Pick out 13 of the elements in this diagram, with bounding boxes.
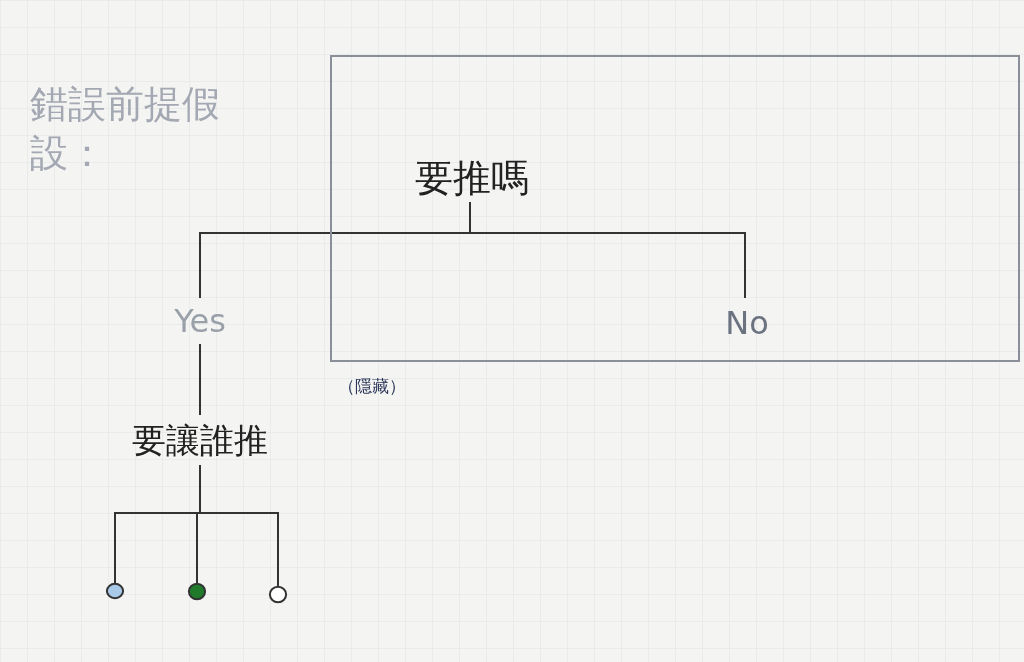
node-label: 要推嗎: [387, 152, 557, 204]
note-text: （隱藏）: [338, 375, 406, 398]
title: 錯誤前提假設：: [30, 81, 221, 178]
circle-node: [106, 583, 124, 599]
outline-box: [330, 55, 1020, 362]
connector-line: [469, 201, 746, 299]
node-label: No: [712, 300, 782, 346]
circle-node: [188, 583, 206, 600]
node-label: 要讓誰推: [95, 415, 305, 465]
connector-line: [199, 464, 279, 587]
node-label: Yes: [160, 298, 240, 344]
connector-line: [199, 343, 201, 416]
circle-node: [269, 586, 287, 603]
